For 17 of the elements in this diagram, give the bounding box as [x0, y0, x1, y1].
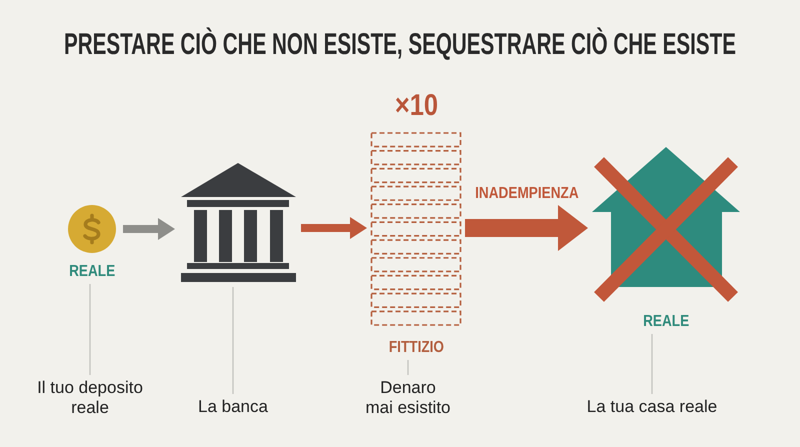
status-label: REALE [642, 313, 690, 331]
edge-label: INADEMPIENZA [474, 185, 578, 203]
leader-line [651, 334, 653, 394]
description-text: La tua casa reale [572, 397, 732, 417]
description-text: La banca [175, 397, 291, 417]
leader-line [232, 287, 234, 394]
arrow [123, 218, 175, 240]
arrow [301, 217, 367, 239]
description-text: Il tuo deposito reale [32, 378, 148, 418]
arrow [465, 205, 588, 251]
status-label: FITTIZIO [388, 339, 444, 357]
multiplier-label: ×10 [394, 90, 438, 122]
leader-line [89, 284, 91, 375]
title: PRESTARE CIÒ CHE NON ESISTE, SEQUESTRARE CIÒ CHE ESISTE [64, 28, 736, 62]
description-text: Denaro mai esistito [350, 378, 466, 418]
leader-line [407, 360, 409, 375]
status-label: REALE [68, 263, 116, 281]
